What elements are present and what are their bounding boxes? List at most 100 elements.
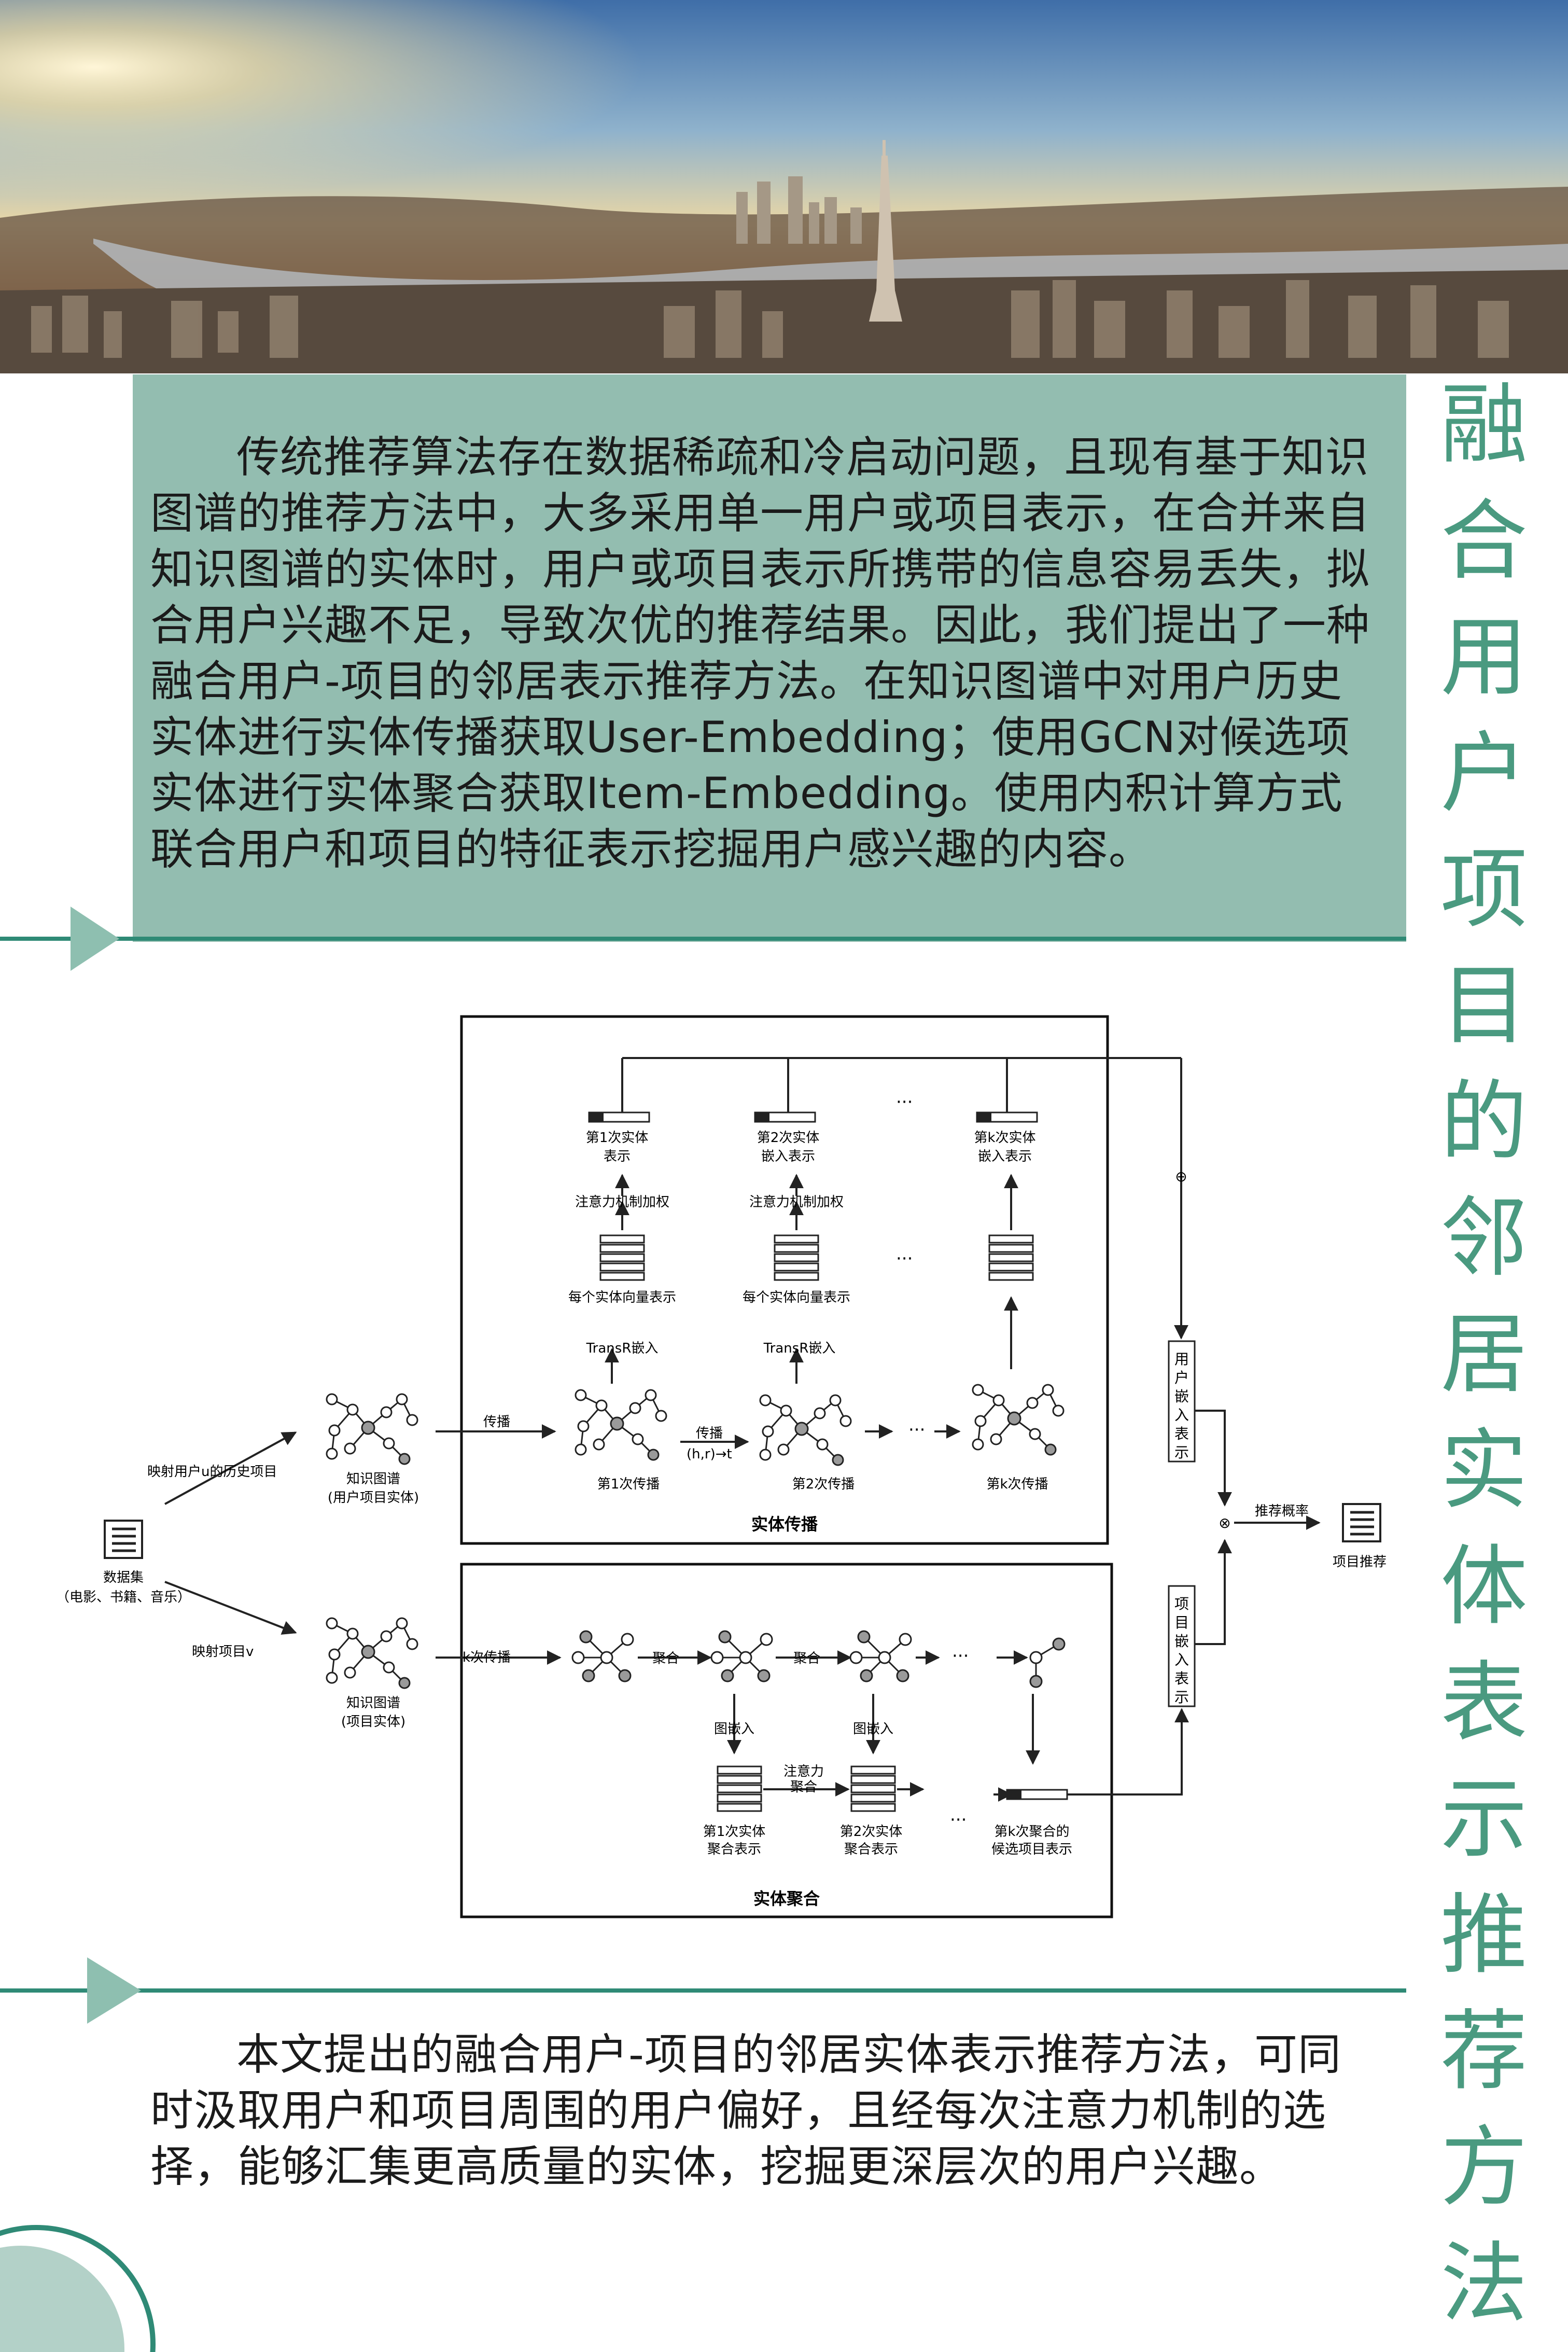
vertical-title-char: 实 bbox=[1440, 1419, 1528, 1521]
user-embedding-box bbox=[1168, 1340, 1196, 1463]
agg-ellipsis: ··· bbox=[952, 1646, 969, 1666]
abstract-paragraph: 传统推荐算法存在数据稀疏和冷启动问题，且现有基于知识图谱的推荐方法中，大多采用单… bbox=[150, 432, 1370, 874]
item-emb-char-6: 示 bbox=[1174, 1689, 1189, 1706]
graph-emb-label-1: 图嵌入 bbox=[714, 1721, 754, 1737]
user-emb-char-5: 表 bbox=[1174, 1425, 1189, 1442]
emb-label-2a: 第2次实体 bbox=[757, 1130, 820, 1146]
map-item-label: 映射项目v bbox=[192, 1644, 254, 1660]
vec-label-1: 每个实体向量表示 bbox=[568, 1290, 676, 1305]
map-user-label: 映射用户u的历史项目 bbox=[147, 1464, 277, 1480]
agg-tree-3 bbox=[849, 1630, 912, 1682]
att-agg-label-b: 聚合 bbox=[790, 1779, 817, 1795]
bar-ellipsis: ··· bbox=[896, 1092, 913, 1112]
kg-item-sub-label: (项目实体) bbox=[341, 1714, 405, 1730]
item-emb-char-3: 嵌 bbox=[1174, 1633, 1189, 1650]
vertical-title-char: 荐 bbox=[1440, 2000, 1528, 2102]
embedding-bar-k bbox=[976, 1111, 1038, 1123]
prop-ellipsis: ··· bbox=[908, 1419, 925, 1440]
kg-user-label: 知识图谱 bbox=[346, 1471, 400, 1487]
prop-round-1: 第1次传播 bbox=[597, 1477, 660, 1492]
item-embedding-box bbox=[1168, 1585, 1196, 1707]
agg-stack-2 bbox=[850, 1765, 896, 1812]
final-item-embedding-bar bbox=[1006, 1789, 1068, 1800]
emb-label-2b: 嵌入表示 bbox=[761, 1149, 815, 1164]
aggregation-box bbox=[460, 1563, 1113, 1918]
agg-rep-ellipsis: ··· bbox=[950, 1810, 967, 1830]
vertical-title-char: 目 bbox=[1440, 955, 1528, 1056]
user-emb-char-4: 入 bbox=[1174, 1407, 1189, 1424]
divider-arrow-icon bbox=[87, 1957, 141, 2024]
kg-user-sub-label: (用户项目实体) bbox=[328, 1490, 419, 1506]
att-label-2: 注意力机制加权 bbox=[749, 1194, 844, 1210]
agg-tree-2 bbox=[710, 1630, 773, 1682]
user-emb-char-1: 用 bbox=[1174, 1351, 1189, 1368]
circle-plus-icon: ⊕ bbox=[1175, 1168, 1187, 1185]
agg-rep-2b: 聚合表示 bbox=[844, 1842, 898, 1857]
propagation-graph-k bbox=[972, 1384, 1065, 1456]
embedding-bar-1 bbox=[588, 1111, 650, 1123]
recommend-list-icon bbox=[1343, 1504, 1380, 1541]
prob-label: 推荐概率 bbox=[1255, 1504, 1309, 1519]
item-emb-to-product-arrow bbox=[1195, 1539, 1232, 1645]
k-propagate-label: k次传播 bbox=[463, 1650, 511, 1665]
transr-label-2: TransR嵌入 bbox=[763, 1341, 836, 1356]
map-user-arrow bbox=[164, 1431, 297, 1505]
kg-item-graph bbox=[326, 1617, 418, 1689]
vertical-title-char: 居 bbox=[1440, 1303, 1528, 1405]
prop-step-label: 传播 bbox=[696, 1426, 723, 1441]
vertical-title-char: 合 bbox=[1440, 490, 1528, 592]
propagation-graph-1 bbox=[575, 1389, 667, 1461]
item-emb-char-2: 目 bbox=[1174, 1614, 1189, 1631]
vertical-title-char: 融 bbox=[1440, 374, 1528, 476]
dataset-sub-label: （电影、书籍、音乐） bbox=[56, 1590, 191, 1605]
vertical-title-char: 户 bbox=[1440, 722, 1528, 824]
att-agg-label-a: 注意力 bbox=[783, 1764, 824, 1779]
dataset-label: 数据集 bbox=[103, 1570, 144, 1585]
top-divider bbox=[0, 907, 1406, 971]
prop-round-2: 第2次传播 bbox=[792, 1477, 855, 1492]
user-emb-char-3: 嵌 bbox=[1174, 1388, 1189, 1405]
dataset-icon bbox=[105, 1521, 142, 1558]
propagate-label: 传播 bbox=[483, 1414, 510, 1430]
method-diagram: 实体传播 实体聚合 数据集 （电影、书籍、音乐） 映射用户u的历史项目 映射项目… bbox=[56, 1015, 1387, 1918]
graph-emb-label-2: 图嵌入 bbox=[853, 1721, 893, 1737]
vec-label-2: 每个实体向量表示 bbox=[743, 1290, 850, 1305]
vector-stack-k bbox=[988, 1234, 1034, 1281]
user-emb-char-6: 示 bbox=[1174, 1444, 1189, 1461]
skyline-image bbox=[0, 0, 1568, 373]
ring bbox=[0, 2225, 156, 2352]
decorative-circle bbox=[0, 2225, 156, 2352]
vertical-title-char: 体 bbox=[1440, 1536, 1528, 1637]
propagation-graph-2 bbox=[759, 1394, 852, 1466]
att-label-1: 注意力机制加权 bbox=[575, 1194, 669, 1210]
emb-label-ka: 第k次实体 bbox=[974, 1130, 1035, 1146]
agg-final-node-gray-2 bbox=[1029, 1675, 1043, 1688]
agg-rep-ka: 第k次聚合的 bbox=[994, 1824, 1069, 1840]
item-emb-char-1: 项 bbox=[1174, 1595, 1189, 1612]
emb-label-1b: 表示 bbox=[604, 1149, 631, 1164]
vertical-title-char: 方 bbox=[1440, 2117, 1528, 2218]
city-skyline-banner bbox=[0, 0, 1568, 373]
item-emb-char-5: 表 bbox=[1174, 1670, 1189, 1687]
vertical-title-char: 表 bbox=[1440, 1652, 1528, 1753]
map-item-arrow bbox=[164, 1581, 297, 1635]
vertical-title-char: 法 bbox=[1440, 2233, 1528, 2334]
divider-arrow-icon bbox=[71, 907, 119, 971]
recommend-label: 项目推荐 bbox=[1333, 1554, 1387, 1570]
propagation-title: 实体传播 bbox=[751, 1514, 818, 1534]
propagation-box bbox=[460, 1015, 1109, 1545]
bottom-divider bbox=[0, 1957, 1406, 2024]
vector-stack-2 bbox=[774, 1234, 819, 1281]
agg-final-node bbox=[1029, 1651, 1043, 1664]
transr-label-1: TransR嵌入 bbox=[586, 1341, 659, 1356]
agg-label-2: 聚合 bbox=[793, 1651, 820, 1666]
vertical-title-char: 用 bbox=[1440, 606, 1528, 708]
agg-tree-1 bbox=[571, 1630, 634, 1682]
vertical-title-char: 示 bbox=[1440, 1768, 1528, 1870]
vertical-title-char: 推 bbox=[1440, 1884, 1528, 1986]
stack-ellipsis: ··· bbox=[896, 1248, 913, 1269]
agg-rep-kb: 候选项目表示 bbox=[991, 1842, 1072, 1857]
agg-final-node-gray bbox=[1052, 1637, 1066, 1651]
abstract-panel bbox=[133, 374, 1406, 942]
conclusion-paragraph: 本文提出的融合用户-项目的邻居实体表示推荐方法，可同时汲取用户和项目周围的用户偏… bbox=[150, 2029, 1341, 2192]
